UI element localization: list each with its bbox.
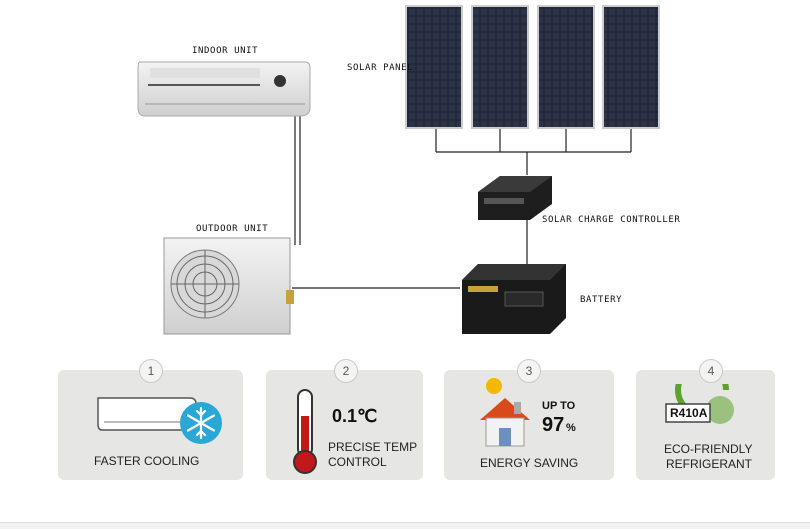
battery-image — [462, 264, 566, 334]
percent-value: 97 — [542, 414, 565, 436]
outdoor-unit-image — [163, 237, 294, 335]
percent-sign: % — [566, 422, 576, 434]
solar-panel-label: SOLAR PANEL — [347, 63, 414, 73]
feature-label-line2: CONTROL — [328, 455, 387, 469]
feature-card-faster-cooling: 1 FASTER COOLING — [58, 359, 243, 480]
r410a-badge: R410A — [670, 406, 708, 420]
solar-panel — [405, 5, 463, 129]
solar-panel — [537, 5, 595, 129]
bottom-border — [0, 522, 810, 529]
solar-panel — [602, 5, 660, 129]
snowflake-icon — [180, 402, 222, 444]
indoor-unit-image — [137, 61, 311, 117]
solar-panel-array — [405, 5, 660, 129]
indoor-unit-label: INDOOR UNIT — [192, 46, 259, 56]
wiring — [292, 115, 632, 289]
charge-controller-image — [478, 176, 552, 220]
charge-controller-label: SOLAR CHARGE CONTROLLER — [542, 215, 681, 225]
feature-number: 2 — [334, 359, 358, 383]
battery-label: BATTERY — [580, 295, 623, 305]
feature-card-precise-temp: 2 0.1℃ PRECISE TEMP CONTROL — [266, 359, 423, 480]
outdoor-unit-label: OUTDOOR UNIT — [196, 224, 269, 234]
feature-number: 1 — [139, 359, 163, 383]
feature-label-line1: ECO-FRIENDLY — [664, 442, 753, 456]
feature-number: 4 — [699, 359, 723, 383]
eco-globe-icon — [665, 384, 734, 424]
system-diagram — [137, 5, 660, 335]
thermometer-icon — [293, 389, 317, 474]
feature-card-energy-saving: 3 UP TO 97 % ENERGY SAVING — [444, 359, 614, 480]
feature-label: FASTER COOLING — [94, 454, 200, 468]
feature-label-line2: REFRIGERANT — [666, 457, 753, 471]
feature-label: ENERGY SAVING — [480, 456, 579, 470]
feature-label-line1: PRECISE TEMP — [328, 440, 418, 454]
feature-number: 3 — [517, 359, 541, 383]
solar-house-icon — [480, 378, 530, 447]
solar-panel — [471, 5, 529, 129]
feature-card-eco-refrigerant: 4 R410A ECO-FRIENDLY REFRIGERANT — [636, 359, 775, 480]
temperature-value: 0.1℃ — [332, 406, 378, 426]
up-to-label: UP TO — [542, 400, 576, 412]
